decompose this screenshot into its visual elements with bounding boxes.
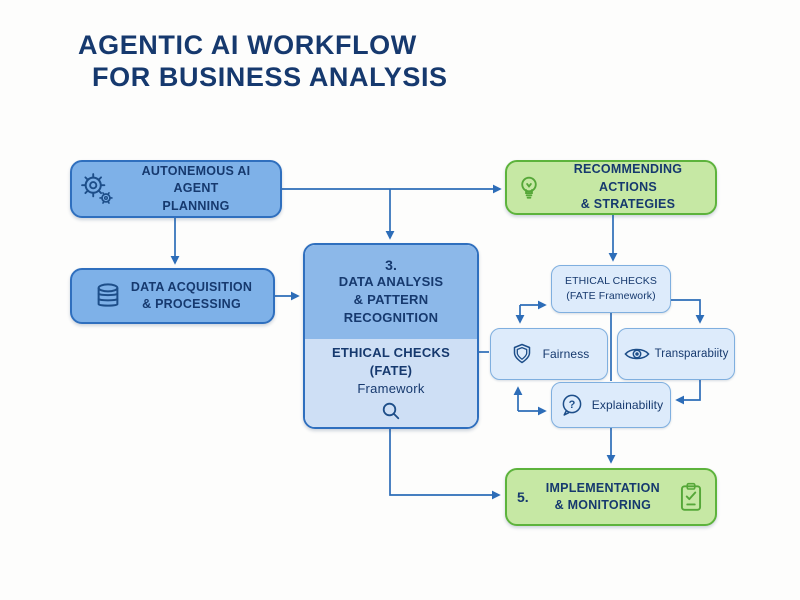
node-label-line: ETHICAL CHECKS	[564, 274, 658, 287]
node-label: Transparabiity	[655, 346, 729, 362]
node-label-line: DATA ACQUISITION	[130, 279, 253, 294]
ethical-checks-section: ETHICAL CHECKS (FATE) Framework	[305, 339, 477, 427]
node-label-line: DATA ANALYSIS	[338, 273, 444, 289]
page-title-line: AGENTIC AI WORKFLOW	[78, 30, 417, 60]
lightbulb-icon	[515, 174, 543, 202]
node-label-line: & PATTERN	[353, 291, 429, 307]
node-label: AUTONEMOUS AI AGENT PLANNING	[120, 163, 272, 216]
node-label: DATA ANALYSIS & PATTERN RECOGNITION	[339, 273, 444, 328]
node-label-line: & STRATEGIES	[580, 197, 676, 212]
node-label: Fairness	[543, 346, 590, 363]
magnifier-icon	[380, 400, 402, 422]
page-title: AGENTIC AI WORKFLOW FOR BUSINESS ANALYSI…	[78, 30, 448, 94]
node-data-analysis-pattern-recognition: 3. DATA ANALYSIS & PATTERN RECOGNITION E…	[303, 243, 479, 429]
node-autonomous-ai-agent-planning: AUTONEMOUS AI AGENT PLANNING	[70, 160, 282, 218]
step-number: 5.	[517, 489, 529, 505]
node-label-line: Framework	[357, 381, 425, 397]
node-label-line: Explainability	[591, 397, 664, 412]
question-bubble-icon: ?	[559, 392, 585, 418]
node-fairness: Fairness	[490, 328, 608, 380]
node-ethical-checks-fate-framework: ETHICAL CHECKS (FATE Framework)	[551, 265, 671, 313]
node-label-line: RECOGNITION	[343, 310, 439, 326]
node-label: ETHICAL CHECKS (FATE) Framework	[332, 344, 450, 399]
node-transparability: Transparabiity	[617, 328, 735, 380]
node-label-line: IMPLEMENTATION	[545, 480, 660, 495]
node-label-line: Fairness	[542, 346, 590, 361]
node-label-line: & MONITORING	[554, 498, 652, 512]
node-label-line: (FATE)	[369, 362, 413, 378]
node-label-line: (FATE Framework)	[566, 290, 656, 302]
node-label: RECOMMENDING ACTIONS & STRATEGIES	[549, 161, 707, 214]
step-number: 3.	[385, 256, 397, 273]
node-explainability: ? Explainability	[551, 382, 671, 428]
node-label-line: Transparabiity	[654, 347, 729, 360]
node-label-line: RECOMMENDING ACTIONS	[573, 162, 683, 194]
node-data-acquisition-processing: DATA ACQUISITION & PROCESSING	[70, 268, 275, 324]
node-label-line: AUTONEMOUS AI AGENT	[141, 163, 251, 196]
database-icon	[93, 281, 123, 311]
node-label: Explainability	[592, 397, 663, 414]
clipboard-check-icon	[677, 481, 705, 513]
node-recommending-actions-strategies: RECOMMENDING ACTIONS & STRATEGIES	[505, 160, 717, 215]
node-label: IMPLEMENTATION & MONITORING	[535, 480, 671, 515]
question-glyph: ?	[568, 399, 575, 411]
shield-icon	[509, 341, 535, 367]
node-label-line: PLANNING	[162, 198, 230, 213]
analysis-section: 3. DATA ANALYSIS & PATTERN RECOGNITION	[305, 245, 477, 339]
gears-icon	[80, 172, 114, 206]
node-label-line: & PROCESSING	[142, 297, 241, 311]
node-label: ETHICAL CHECKS (FATE Framework)	[565, 274, 657, 304]
node-label: DATA ACQUISITION & PROCESSING	[131, 279, 252, 314]
page-title-line: FOR BUSINESS ANALYSIS	[92, 61, 448, 92]
node-label-line: ETHICAL CHECKS	[331, 344, 451, 360]
node-implementation-monitoring: 5. IMPLEMENTATION & MONITORING	[505, 468, 717, 526]
eye-icon	[623, 346, 650, 362]
